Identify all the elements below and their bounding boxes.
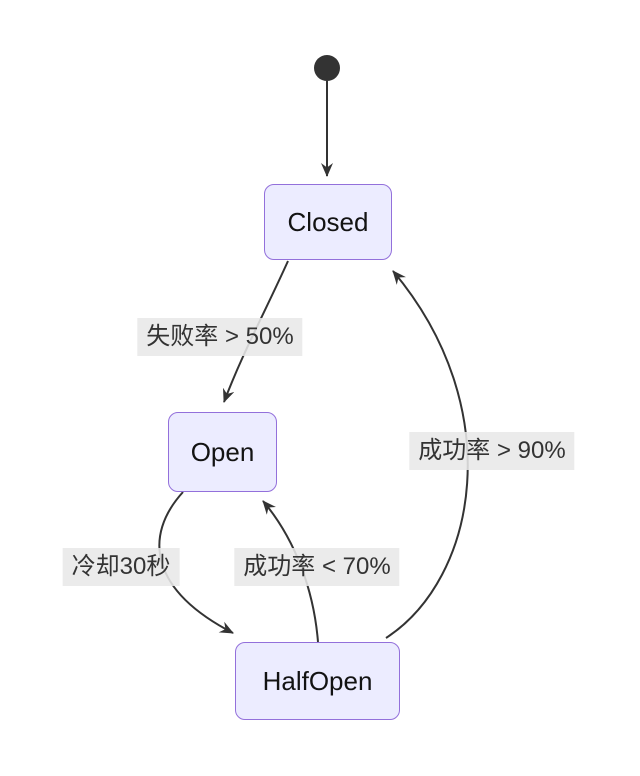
state-open-label: Open <box>190 436 255 467</box>
edge-label-closed-to-open: 失败率 > 50% <box>137 318 303 356</box>
state-halfopen: HalfOpen <box>235 642 400 720</box>
edge-halfopen-to-closed <box>385 270 469 639</box>
edge-label-halfopen-to-closed: 成功率 > 90% <box>409 432 575 470</box>
state-closed: Closed <box>264 184 392 260</box>
state-halfopen-label: HalfOpen <box>262 665 373 696</box>
state-closed-label: Closed <box>287 206 369 237</box>
edge-label-halfopen-to-open: 成功率 < 70% <box>234 548 400 586</box>
state-open: Open <box>168 412 277 492</box>
initial-state-dot-icon <box>314 55 340 81</box>
edge-label-open-to-halfopen: 冷却30秒 <box>62 548 180 586</box>
